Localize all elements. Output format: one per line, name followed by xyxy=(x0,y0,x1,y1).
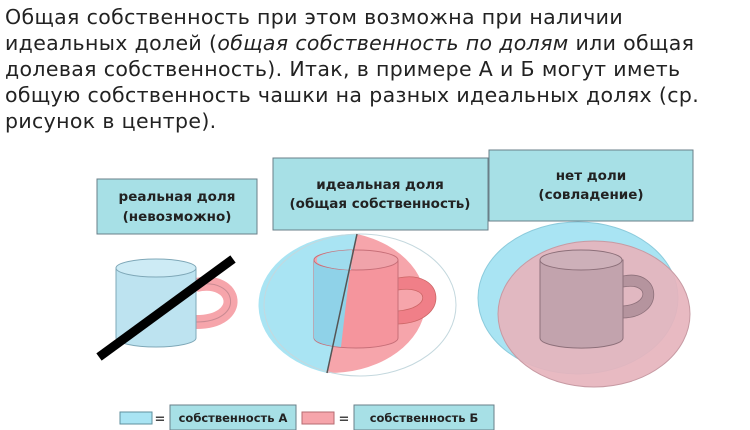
label-box-no-share xyxy=(488,149,694,222)
paragraph-emphasis: общая собственность по долям xyxy=(217,31,569,55)
legend-box-owner-b xyxy=(353,404,495,430)
label-real-share-line2: (невозможно) xyxy=(123,209,232,225)
legend-label-owner-b: собственность Б xyxy=(370,411,479,425)
legend-box-owner-a xyxy=(169,404,297,430)
cup-no-share xyxy=(539,249,655,349)
strike-through-line xyxy=(96,255,236,361)
panel-real-share: реальная доля (невозможно) xyxy=(96,178,258,361)
legend-swatch-owner-b xyxy=(301,411,335,425)
label-ideal-share-line2: (общая собственность) xyxy=(290,196,471,212)
explanatory-paragraph: Общая собственность при этом возможна пр… xyxy=(5,4,745,134)
label-box-real-share xyxy=(96,178,258,235)
panel-no-share: нет доли (совладение) xyxy=(477,149,694,388)
share-divider-line xyxy=(326,233,358,374)
paragraph-text-2: или общая долевая собственность). Итак, … xyxy=(5,31,700,133)
legend-equals-a: = xyxy=(155,412,166,427)
cup-ideal-share xyxy=(313,249,437,349)
label-no-share-line1: нет доли xyxy=(556,168,627,184)
paragraph-text-1: Общая собственность при этом возможна пр… xyxy=(5,5,624,55)
legend: = собственность А = собственность Б xyxy=(119,404,495,430)
panel-ideal-share: идеальная доля (общая собственность) xyxy=(258,157,489,377)
label-ideal-share-line1: идеальная доля xyxy=(316,177,444,193)
legend-equals-b: = xyxy=(339,412,350,427)
legend-swatch-owner-a xyxy=(119,411,153,425)
label-box-ideal-share xyxy=(272,157,489,231)
legend-label-owner-a: собственность А xyxy=(179,411,288,425)
label-no-share-line2: (совладение) xyxy=(538,187,643,203)
label-real-share-line1: реальная доля xyxy=(119,189,236,205)
